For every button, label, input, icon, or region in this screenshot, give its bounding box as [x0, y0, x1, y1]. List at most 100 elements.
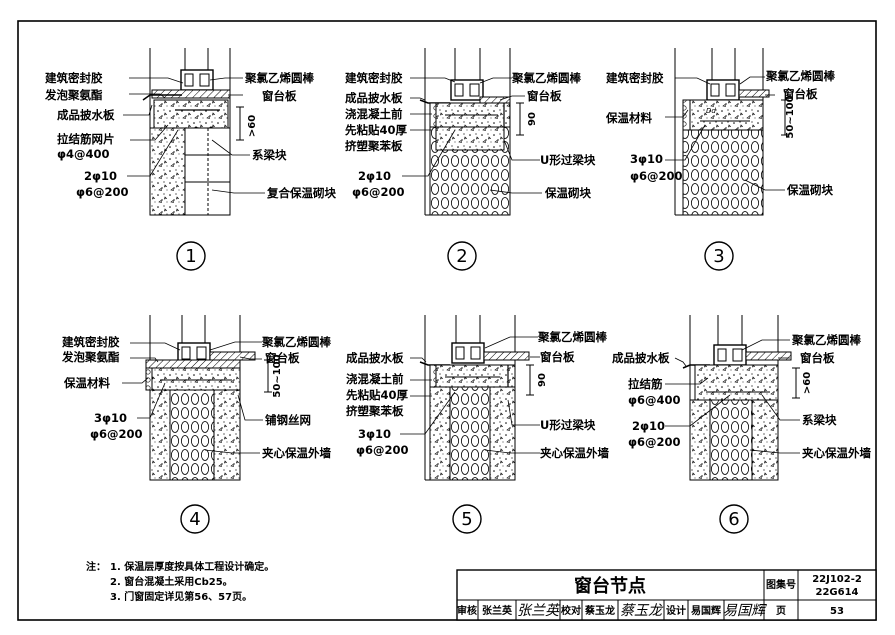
- detail-6-drip-label: 成品披水板: [612, 351, 670, 365]
- reviewer-signature: 张兰英: [517, 603, 561, 619]
- detail-2-number: 2: [456, 246, 467, 267]
- detail-1: >60 建筑密封胶 发泡聚氨酯 成品披水板 拉结筋网片 φ4@400 2φ10 …: [44, 48, 336, 271]
- detail-1-sill-label: 窗台板: [262, 89, 297, 103]
- detail-5-stirrup: φ6@200: [356, 443, 409, 457]
- detail-6: >60 成品披水板 拉结筋 φ6@400 2φ10 φ6@200 聚氯乙烯圆棒 …: [612, 315, 871, 534]
- detail-2-pvc-rod-label: 聚氯乙烯圆棒: [511, 71, 581, 85]
- detail-5-dim: 90: [537, 373, 548, 387]
- page-number: 53: [830, 606, 844, 617]
- detail-4-wall-label: 夹心保温外墙: [262, 446, 331, 460]
- checker-name: 蔡玉龙: [584, 604, 615, 617]
- detail-3-concrete-mark: Dd: [706, 107, 716, 115]
- detail-5-drip-label: 成品披水板: [346, 351, 404, 365]
- detail-4-steel-mesh-label: 铺钢丝网: [265, 413, 311, 427]
- atlas-label: 图集号: [766, 578, 796, 591]
- detail-1-mesh-spec: φ4@400: [57, 147, 110, 161]
- detail-5-pvc-rod-label: 聚氯乙烯圆棒: [537, 330, 607, 344]
- detail-1-stirrup: φ6@200: [76, 185, 129, 199]
- note-3: 3. 门窗固定详见第56、57页。: [110, 590, 252, 603]
- detail-1-tie-block-label: 系梁块: [252, 148, 287, 162]
- detail-5-rebar: 3φ10: [358, 427, 391, 441]
- check-label: 校对: [561, 604, 581, 617]
- detail-2-u-block-label: U形过梁块: [540, 153, 596, 167]
- detail-2-sill-label: 窗台板: [527, 89, 562, 103]
- designer-name: 易国辉: [691, 604, 721, 617]
- detail-6-tie-bar-label: 拉结筋: [628, 377, 663, 391]
- detail-2-wall-label: 保温砌块: [544, 186, 591, 200]
- checker-signature: 蔡玉龙: [620, 603, 664, 619]
- detail-1-pvc-rod-label: 聚氯乙烯圆棒: [244, 71, 314, 85]
- detail-3-number: 3: [713, 246, 724, 267]
- detail-6-sill-label: 窗台板: [800, 351, 835, 365]
- detail-2-eps-line1: 浇混凝土前: [345, 107, 403, 121]
- detail-4-rebar: 3φ10: [94, 411, 127, 425]
- detail-6-tie-block-label: 系梁块: [802, 413, 837, 427]
- detail-3-pvc-rod-label: 聚氯乙烯圆棒: [765, 69, 835, 83]
- detail-1-sealant-label: 建筑密封胶: [45, 71, 103, 85]
- window-frame-icon: [451, 342, 485, 364]
- detail-2-sealant-label: 建筑密封胶: [345, 71, 403, 85]
- detail-5-eps-line2: 先粘贴40厚: [346, 388, 409, 402]
- detail-4-dim: 50~100: [272, 354, 283, 397]
- detail-5-sill-label: 窗台板: [540, 350, 575, 364]
- detail-3: Dd 50~100 建筑密封胶 保温材料 3φ10 φ6@200 聚氯乙烯圆棒 …: [605, 48, 835, 271]
- detail-3-stirrup: φ6@200: [630, 169, 683, 183]
- window-frame-icon: [180, 69, 214, 91]
- detail-3-rebar: 3φ10: [630, 152, 663, 166]
- sheet-border: [17, 20, 877, 621]
- detail-4-stirrup: φ6@200: [90, 427, 143, 441]
- detail-5-wall-label: 夹心保温外墙: [540, 446, 609, 460]
- detail-5-number: 5: [461, 509, 472, 530]
- detail-2-stirrup: φ6@200: [352, 185, 405, 199]
- detail-6-dim: >60: [802, 372, 813, 394]
- detail-1-mesh-label: 拉结筋网片: [57, 132, 115, 146]
- window-frame-icon: [450, 79, 484, 101]
- detail-2-dim: 90: [527, 112, 538, 126]
- detail-2-eps-line3: 挤塑聚苯板: [345, 139, 403, 153]
- reviewer-name: 张兰英: [482, 604, 513, 617]
- detail-2: 90 建筑密封胶 成品披水板 浇混凝土前 先粘贴40厚 挤塑聚苯板 2φ10 φ…: [345, 48, 596, 271]
- designer-signature: 易国辉: [723, 603, 767, 619]
- detail-2-drip-label: 成品披水板: [345, 91, 403, 105]
- detail-6-pvc-rod-label: 聚氯乙烯圆棒: [791, 333, 861, 347]
- detail-4-sill-label: 窗台板: [265, 351, 300, 365]
- detail-1-number: 1: [185, 246, 196, 267]
- detail-1-foam-label: 发泡聚氨酯: [44, 88, 103, 102]
- detail-1-rebar: 2φ10: [84, 169, 117, 183]
- detail-5-u-block-label: U形过梁块: [540, 418, 596, 432]
- detail-2-rebar: 2φ10: [358, 169, 391, 183]
- detail-1-dim: >60: [247, 115, 258, 137]
- window-frame-icon: [713, 344, 747, 366]
- detail-3-sealant-label: 建筑密封胶: [606, 71, 664, 85]
- page-label: 页: [776, 605, 786, 617]
- detail-4-pvc-rod-label: 聚氯乙烯圆棒: [261, 335, 331, 349]
- detail-3-dim: 50~100: [785, 95, 796, 138]
- detail-3-insul-label: 保温材料: [605, 111, 652, 125]
- window-frame-icon: [706, 79, 740, 101]
- detail-4: 50~100 建筑密封胶 发泡聚氨酯 保温材料 3φ10 φ6@200 聚氯乙烯…: [61, 315, 331, 534]
- detail-4-insul-label: 保温材料: [63, 376, 110, 390]
- detail-6-wall-label: 夹心保温外墙: [802, 446, 871, 460]
- notes: 注： 1. 保温层厚度按具体工程设计确定。 2. 窗台混凝土采用Cb25。 3.…: [86, 560, 274, 603]
- detail-2-eps-line2: 先粘贴40厚: [345, 123, 408, 137]
- detail-5-eps-line3: 挤塑聚苯板: [346, 404, 404, 418]
- detail-3-sill-label: 窗台板: [783, 87, 818, 101]
- review-label: 审核: [457, 604, 477, 617]
- detail-6-stirrup: φ6@200: [628, 435, 681, 449]
- detail-1-wall-label: 复合保温砌块: [266, 186, 336, 200]
- detail-5: 90 成品披水板 浇混凝土前 先粘贴40厚 挤塑聚苯板 3φ10 φ6@200 …: [346, 315, 609, 534]
- note-2: 2. 窗台混凝土采用Cb25。: [110, 575, 233, 588]
- title-block: 窗台节点 图集号 22J102-2 22G614 审核 张兰英 张兰英 校对 蔡…: [456, 569, 877, 621]
- detail-6-tie-spec: φ6@400: [628, 393, 681, 407]
- detail-1-drip-label: 成品披水板: [57, 108, 115, 122]
- notes-prefix: 注：: [86, 560, 106, 573]
- design-label: 设计: [666, 604, 686, 617]
- note-1: 1. 保温层厚度按具体工程设计确定。: [110, 560, 274, 573]
- detail-4-foam-label: 发泡聚氨酯: [61, 350, 120, 364]
- atlas-number-2: 22G614: [816, 587, 859, 598]
- drawing-title: 窗台节点: [574, 575, 646, 597]
- detail-4-sealant-label: 建筑密封胶: [62, 335, 120, 349]
- detail-6-number: 6: [728, 509, 739, 530]
- detail-5-eps-line1: 浇混凝土前: [346, 372, 404, 386]
